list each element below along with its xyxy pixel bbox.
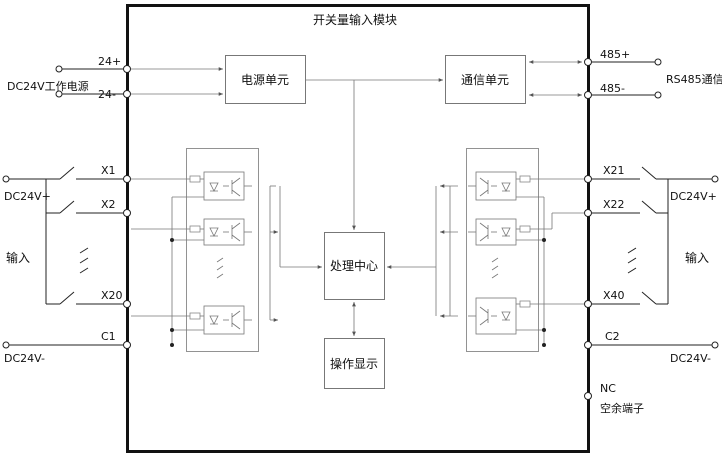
label-rs485: RS485通信 [666, 73, 722, 86]
comm-unit-label: 通信单元 [461, 73, 509, 87]
label-c2: C2 [605, 330, 620, 343]
label-x40: X40 [603, 289, 625, 302]
internal-connections [131, 60, 582, 336]
label-left-dc-minus: DC24V- [4, 352, 45, 365]
terminal-24-minus [123, 90, 131, 98]
terminal-x21 [584, 175, 592, 183]
label-right-dc-plus: DC24V+ [670, 190, 717, 203]
label-x1: X1 [101, 164, 116, 177]
operation-display-block: 操作显示 [324, 338, 385, 389]
label-24-plus: 24+ [98, 55, 121, 68]
label-spare-terminal: 空余端子 [600, 401, 644, 415]
power-unit-block: 电源单元 [225, 55, 306, 104]
processing-center-label: 处理中心 [330, 258, 378, 273]
left-input-wiring [2, 166, 131, 349]
label-x20: X20 [101, 289, 123, 302]
power-unit-label: 电源单元 [241, 73, 289, 87]
terminal-24-plus [123, 65, 131, 73]
label-485-plus: 485+ [600, 48, 630, 61]
processing-center-block: 处理中心 [324, 232, 385, 300]
label-c1: C1 [101, 330, 116, 343]
terminal-c1 [123, 341, 131, 349]
comm-unit-block: 通信单元 [445, 55, 526, 104]
label-x21: X21 [603, 164, 625, 177]
terminal-485-plus [584, 58, 592, 66]
terminal-x1 [123, 175, 131, 183]
right-rs485-wiring [584, 58, 662, 99]
terminal-x20 [123, 300, 131, 308]
label-left-input: 输入 [6, 250, 30, 265]
module-boundary [126, 4, 590, 453]
terminal-x2 [123, 209, 131, 217]
terminal-c2 [584, 341, 592, 349]
label-x2: X2 [101, 198, 116, 211]
operation-display-label: 操作显示 [330, 356, 378, 371]
left-supply-wiring [55, 65, 131, 98]
label-485-minus: 485- [600, 82, 625, 95]
terminal-485-minus [584, 91, 592, 99]
label-dc24v-supply: DC24V工作电源 [7, 79, 89, 93]
right-optocoupler-group [435, 148, 584, 352]
terminal-nc [584, 392, 592, 400]
module-title: 开关量输入模块 [313, 12, 397, 27]
terminal-x40 [584, 300, 592, 308]
left-optocoupler-group [131, 148, 281, 352]
label-x22: X22 [603, 198, 625, 211]
label-right-dc-minus: DC24V- [670, 352, 711, 365]
label-left-dc-plus: DC24V+ [4, 190, 51, 203]
label-24-minus: 24- [98, 88, 116, 101]
label-nc: NC [600, 382, 616, 395]
right-input-wiring [584, 166, 719, 400]
label-right-input: 输入 [685, 250, 709, 265]
terminal-x22 [584, 209, 592, 217]
